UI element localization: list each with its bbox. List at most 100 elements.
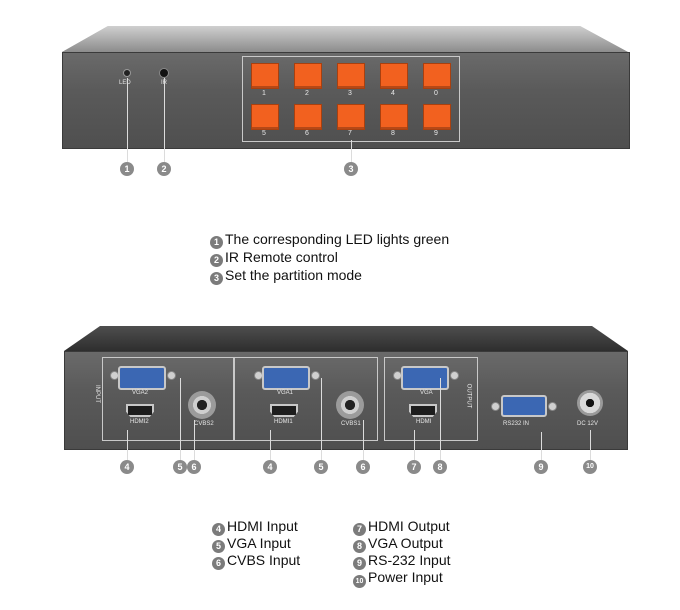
legend-text-6: CVBS Input — [227, 552, 301, 568]
vga1-label: VGA1 — [277, 390, 294, 396]
button-label-2: 2 — [305, 90, 309, 97]
input-frame-2 — [102, 357, 234, 441]
hdmi1-port[interactable] — [270, 404, 298, 417]
callout-10: 10 — [583, 460, 597, 474]
button-label-1: 1 — [262, 90, 266, 97]
button-label-0: 0 — [434, 90, 438, 97]
legend-text-3: Set the partition mode — [225, 267, 362, 283]
vga2-port[interactable] — [118, 366, 166, 390]
front-device-image: LED IR 1 2 3 4 0 5 6 7 8 9 — [60, 22, 630, 149]
cvbs1-label: CVBS1 — [341, 421, 361, 427]
button-8[interactable] — [380, 104, 408, 130]
dc-power-jack[interactable] — [577, 390, 603, 416]
input-frame-1 — [234, 357, 378, 441]
vga1-port[interactable] — [262, 366, 310, 390]
leader-line-4a — [127, 430, 128, 460]
rs232-port[interactable] — [501, 395, 547, 417]
legend-num-5: 5 — [212, 540, 225, 553]
led-indicator — [123, 69, 131, 77]
leader-line-2 — [164, 78, 165, 162]
front-device-lid — [62, 26, 628, 52]
cvbs2-port[interactable] — [188, 391, 216, 419]
button-9[interactable] — [423, 104, 451, 130]
callout-3: 3 — [344, 162, 358, 176]
rs232-label: RS232 IN — [503, 421, 530, 427]
callout-7: 7 — [407, 460, 421, 474]
button-label-3: 3 — [348, 90, 352, 97]
button-7[interactable] — [337, 104, 365, 130]
callout-6b: 6 — [356, 460, 370, 474]
leader-line-6a — [194, 420, 195, 460]
legend-num-7: 7 — [353, 523, 366, 536]
legend-num-4: 4 — [212, 523, 225, 536]
callout-4b: 4 — [263, 460, 277, 474]
leader-line-3 — [351, 140, 352, 162]
output-label: OUTPUT — [465, 383, 472, 409]
leader-line-6b — [363, 420, 364, 460]
button-4[interactable] — [380, 63, 408, 89]
hdmi-output-port[interactable] — [409, 404, 437, 417]
button-5[interactable] — [251, 104, 279, 130]
callout-8: 8 — [433, 460, 447, 474]
legend-num-6: 6 — [212, 557, 225, 570]
rs232-screw-left — [491, 402, 500, 411]
hdmi-output-label: HDMI — [416, 419, 432, 425]
vga1-screw-right — [311, 371, 320, 380]
callout-9: 9 — [534, 460, 548, 474]
button-label-6: 6 — [305, 130, 309, 137]
legend-num-9: 9 — [353, 557, 366, 570]
legend-text-1: The corresponding LED lights green — [225, 231, 450, 247]
legend-text-8: VGA Output — [368, 535, 443, 551]
callout-1: 1 — [120, 162, 134, 176]
cvbs2-label: CVBS2 — [194, 421, 214, 427]
legend-num-10: 10 — [353, 575, 366, 588]
callout-5a: 5 — [173, 460, 187, 474]
cvbs1-port[interactable] — [336, 391, 364, 419]
button-label-7: 7 — [348, 130, 352, 137]
button-label-9: 9 — [434, 130, 438, 137]
input-label: INPUT — [94, 385, 100, 403]
legend-text-5: VGA Input — [227, 535, 291, 551]
legend-num-1: 1 — [210, 236, 223, 249]
led-label: LED — [119, 80, 131, 86]
rear-device-lid — [64, 326, 628, 351]
ir-sensor — [159, 68, 169, 78]
leader-line-5a — [180, 378, 181, 460]
vga2-label: VGA2 — [132, 390, 149, 396]
legend-text-2: IR Remote control — [225, 249, 338, 265]
callout-2: 2 — [157, 162, 171, 176]
button-2[interactable] — [294, 63, 322, 89]
button-0[interactable] — [423, 63, 451, 89]
vga-output-label: VGA — [420, 390, 433, 396]
button-label-4: 4 — [391, 90, 395, 97]
button-3[interactable] — [337, 63, 365, 89]
legend-num-3: 3 — [210, 272, 223, 285]
hdmi2-port[interactable] — [126, 404, 154, 417]
legend-num-8: 8 — [353, 540, 366, 553]
rs232-screw-right — [548, 402, 557, 411]
button-6[interactable] — [294, 104, 322, 130]
callout-5b: 5 — [314, 460, 328, 474]
button-1[interactable] — [251, 63, 279, 89]
leader-line-1 — [127, 78, 128, 162]
callout-6a: 6 — [187, 460, 201, 474]
hdmi2-label: HDMI2 — [130, 419, 149, 425]
leader-line-9 — [541, 432, 542, 460]
legend-text-4: HDMI Input — [227, 518, 298, 534]
leader-line-5b — [321, 378, 322, 460]
leader-line-4b — [270, 430, 271, 460]
vga-output-port[interactable] — [401, 366, 449, 390]
hdmi1-label: HDMI1 — [274, 419, 293, 425]
callout-4a: 4 — [120, 460, 134, 474]
leader-line-10 — [590, 430, 591, 460]
output-frame — [384, 357, 478, 441]
